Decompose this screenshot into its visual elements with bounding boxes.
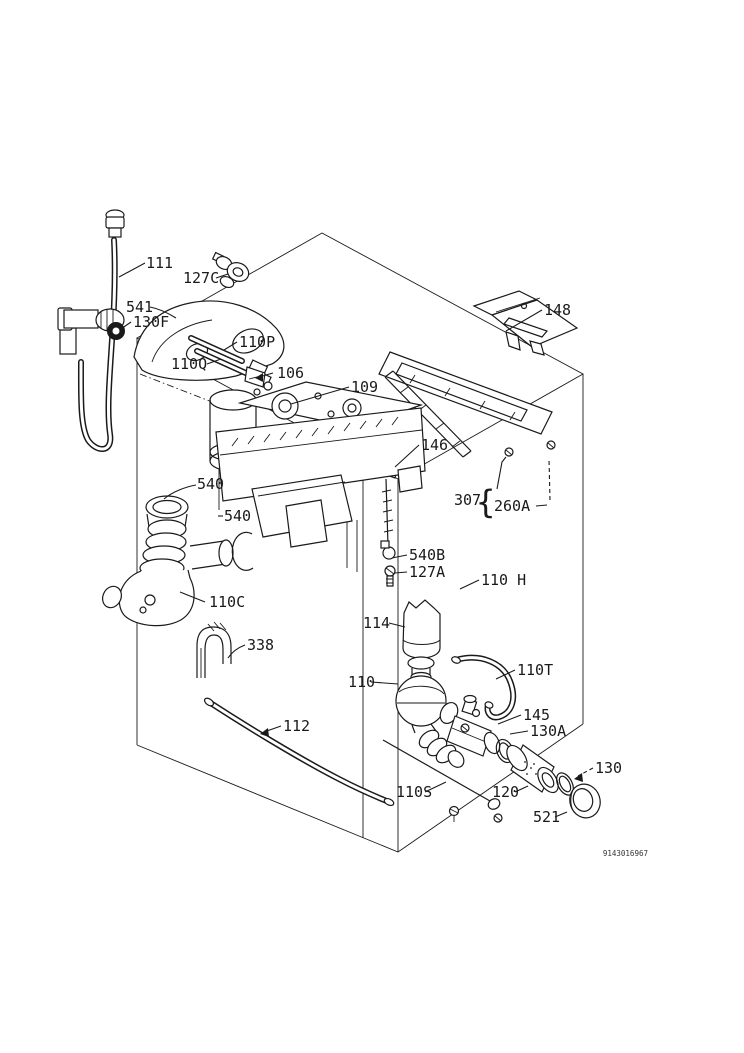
part-label-109: 109 xyxy=(351,378,378,396)
part-label-110C: 110C xyxy=(209,593,245,611)
part-label-307: 307 xyxy=(454,491,481,509)
part-label-130: 130 xyxy=(595,759,622,777)
bracket-brace: { xyxy=(476,483,495,521)
screws-307-260A xyxy=(496,440,556,501)
dispenser-assembly-109 xyxy=(209,381,426,548)
clamp-540B xyxy=(380,540,396,560)
part-label-110H: 110 H xyxy=(481,571,526,589)
part-label-106: 106 xyxy=(277,364,304,382)
part-label-146: 146 xyxy=(421,436,448,454)
part-label-127A: 127A xyxy=(409,563,445,581)
part-label-521: 521 xyxy=(533,808,560,826)
part-label-130F: 130F xyxy=(133,313,169,331)
rod-110S xyxy=(382,739,503,823)
part-label-260A: 260A xyxy=(494,497,530,515)
inlet-hose-elbow xyxy=(57,307,125,355)
part-label-145: 145 xyxy=(523,706,550,724)
part-label-110: 110 xyxy=(348,673,375,691)
filter-body-120 xyxy=(506,744,559,794)
hose-clip-338 xyxy=(196,621,232,678)
part-label-110S: 110S xyxy=(396,783,432,801)
screw-127A xyxy=(384,565,396,587)
part-label-110T: 110T xyxy=(517,661,553,679)
part-label-110P: 110P xyxy=(239,333,275,351)
document-number: 9143016967 xyxy=(603,849,648,858)
air-chamber-110 xyxy=(395,671,465,768)
hose-nipple-127C xyxy=(211,251,250,289)
drain-hose-112 xyxy=(203,697,395,807)
part-label-114: 114 xyxy=(363,614,390,632)
part-label-540-side: 540 xyxy=(224,507,251,525)
valve-bracket-541 xyxy=(133,300,285,381)
grommet-130F xyxy=(107,322,125,340)
part-label-541: 541 xyxy=(126,298,153,316)
part-label-540B: 540B xyxy=(409,546,445,564)
part-label-540-top: 540 xyxy=(197,475,224,493)
drain-bellows-110C xyxy=(102,495,254,627)
part-labels: 111 127C 541 130F 110P 110Q 106 109 148 … xyxy=(126,254,622,826)
drawer-slot-panel xyxy=(378,351,553,435)
part-label-130A: 130A xyxy=(530,722,566,740)
part-label-127C: 127C xyxy=(183,269,219,287)
inlet-pipe-114 xyxy=(402,599,441,677)
filter-cap-521 xyxy=(569,783,601,819)
leader-lines xyxy=(118,262,594,818)
dispenser-cover-148 xyxy=(472,290,579,356)
retaining-ring-540 xyxy=(231,531,254,571)
part-label-112: 112 xyxy=(283,717,310,735)
part-label-111: 111 xyxy=(146,254,173,272)
hose-110T xyxy=(451,654,517,721)
bracket-106 xyxy=(244,366,266,396)
part-label-148: 148 xyxy=(544,301,571,319)
part-label-338: 338 xyxy=(247,636,274,654)
part-label-120: 120 xyxy=(492,783,519,801)
part-label-110Q: 110Q xyxy=(171,355,207,373)
